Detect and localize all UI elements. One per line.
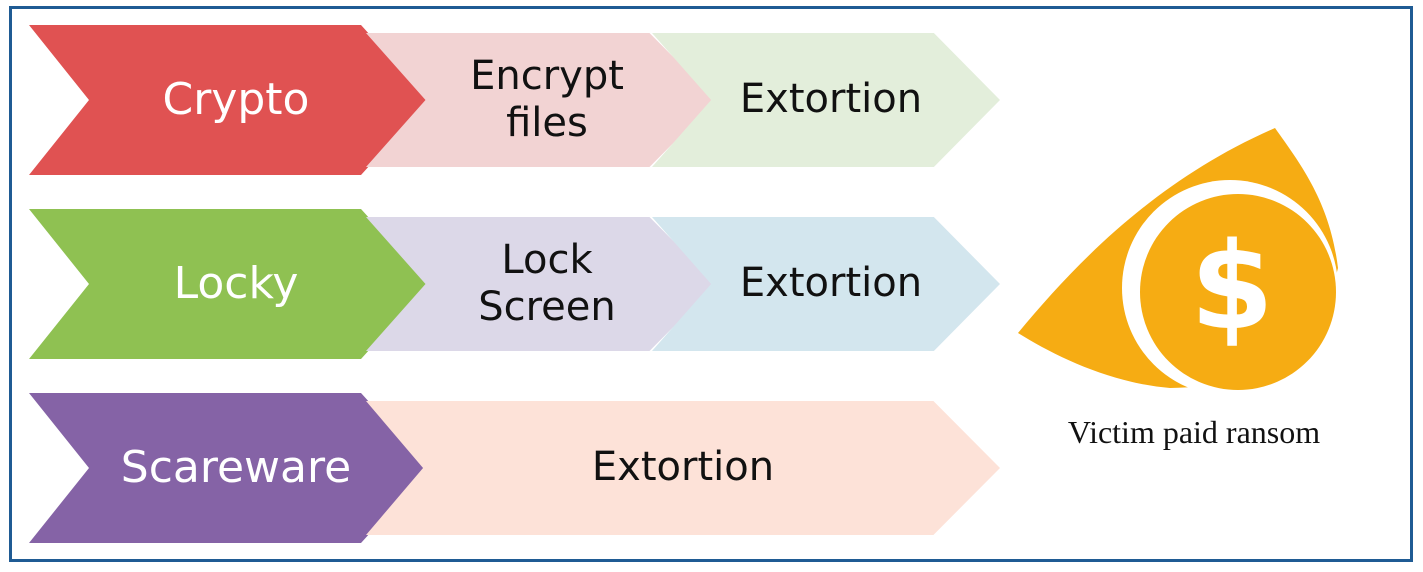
victim-paid-ransom-caption: Victim paid ransom — [1067, 414, 1321, 450]
extortion-chevron-scareware: Extortion — [366, 401, 1000, 535]
extortion-label: Extortion — [591, 444, 775, 491]
extortion-label: Extortion — [739, 260, 923, 307]
coin-shape — [1140, 194, 1336, 390]
crypto-label: Crypto — [162, 74, 310, 126]
crypto-chevron: Crypto — [29, 25, 429, 175]
dollar-glyph: $ — [1190, 218, 1274, 357]
extortion-label: Extortion — [739, 76, 923, 123]
scareware-label: Scareware — [120, 442, 352, 494]
dollar-eye-icon: $ — [1010, 118, 1340, 408]
scareware-chevron: Scareware — [29, 393, 429, 543]
locky-chevron: Locky — [29, 209, 429, 359]
locky-label: Locky — [173, 258, 299, 310]
